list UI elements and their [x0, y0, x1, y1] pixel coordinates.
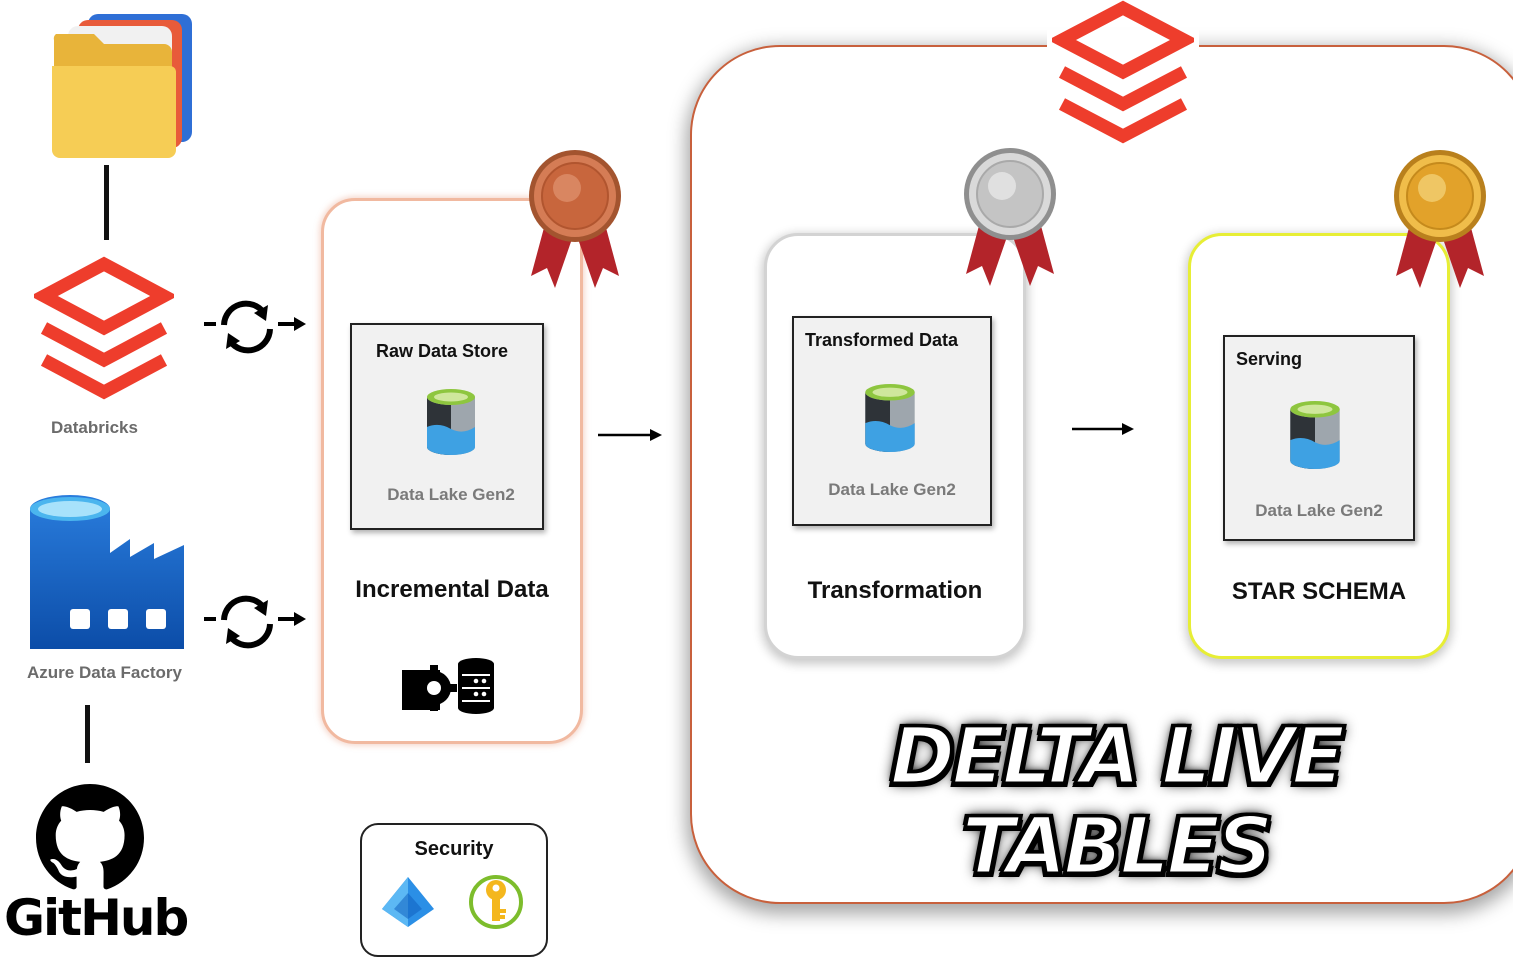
flow-arrow [598, 429, 662, 441]
transformation-label: Transformation [807, 577, 983, 604]
delta-live-tables-title: DELTA LIVE TABLES [889, 711, 1347, 894]
databricks-logo-icon [34, 256, 174, 400]
data-lake-icon [865, 384, 915, 452]
adf-label: Azure Data Factory [27, 663, 182, 682]
sync-arrow-icon [204, 300, 306, 354]
azure-ad-icon [382, 877, 434, 927]
security-box: Security [360, 823, 548, 957]
gold-medal-icon [1394, 150, 1486, 288]
key-vault-icon [469, 875, 523, 929]
store-subtitle: Data Lake Gen2 [828, 480, 956, 499]
connector-line [104, 165, 109, 240]
star-schema-label: STAR SCHEMA [1231, 578, 1407, 605]
database-gear-icon [402, 658, 494, 714]
flow-arrow [1072, 423, 1134, 435]
github-label: GitHub [4, 889, 189, 947]
databricks-logo-icon [1052, 0, 1194, 144]
serving-box: Serving Data Lake Gen2 [1223, 335, 1415, 541]
github-logo-icon [36, 784, 144, 890]
connector-line [85, 705, 90, 763]
store-subtitle: Data Lake Gen2 [1255, 501, 1383, 520]
store-title: Raw Data Store [376, 341, 509, 361]
store-subtitle: Data Lake Gen2 [387, 485, 515, 504]
folder-icon [52, 14, 192, 158]
sync-arrow-icon [204, 595, 306, 649]
silver-medal-icon [964, 148, 1056, 286]
data-lake-icon [427, 389, 475, 455]
store-title: Transformed Data [805, 330, 959, 350]
store-title: Serving [1236, 349, 1303, 369]
transformed-data-box: Transformed Data Data Lake Gen2 [792, 316, 992, 526]
data-lake-icon [1290, 401, 1340, 469]
azure-data-factory-icon [30, 495, 184, 649]
raw-data-store-box: Raw Data Store Data Lake Gen2 [350, 323, 544, 530]
security-title: Security [414, 838, 494, 860]
databricks-label: Databricks [51, 418, 138, 437]
bronze-medal-icon [529, 150, 621, 288]
incremental-data-label: Incremental Data [355, 576, 549, 603]
